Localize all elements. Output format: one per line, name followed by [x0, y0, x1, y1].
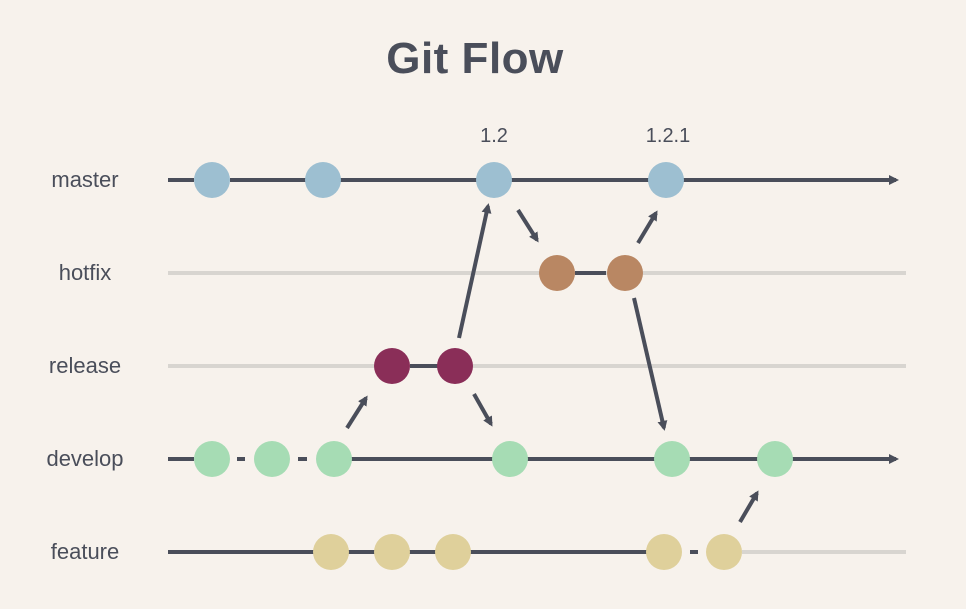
master-to-hotfix-arrow	[516, 208, 539, 243]
branch-label-master: master	[51, 167, 119, 192]
master-commit-1-2	[476, 162, 512, 198]
release-commit	[437, 348, 473, 384]
hotfix-commit	[607, 255, 643, 291]
branch-label-feature: feature	[50, 539, 120, 564]
hotfix-commit	[539, 255, 575, 291]
develop-commit	[194, 441, 230, 477]
release-to-master-arrow	[457, 203, 492, 339]
feature-commit	[313, 534, 349, 570]
branch-label-hotfix: hotfix	[58, 260, 112, 285]
release-commit	[374, 348, 410, 384]
feature-commit	[435, 534, 471, 570]
develop-commit	[654, 441, 690, 477]
develop-commit	[254, 441, 290, 477]
branch-label-release: release	[48, 353, 122, 378]
master-commit-1-2-1	[648, 162, 684, 198]
branch-label-develop: develop	[46, 446, 124, 471]
hotfix-to-develop-arrow	[632, 297, 668, 431]
develop-commit	[492, 441, 528, 477]
develop-to-release-arrow	[345, 395, 368, 430]
tag-label-1-2-1: 1.2.1	[645, 125, 691, 147]
tag-label-1-2: 1.2	[480, 125, 508, 147]
develop-commit	[757, 441, 793, 477]
feature-commit	[646, 534, 682, 570]
feature-commit	[706, 534, 742, 570]
master-commit	[194, 162, 230, 198]
feature-to-develop-arrow	[738, 490, 759, 524]
release-to-develop-arrow	[472, 393, 493, 427]
feature-commit	[374, 534, 410, 570]
master-commit	[305, 162, 341, 198]
develop-commit	[316, 441, 352, 477]
diagram-title: Git Flow	[386, 34, 564, 83]
hotfix-to-master-arrow	[636, 210, 658, 245]
